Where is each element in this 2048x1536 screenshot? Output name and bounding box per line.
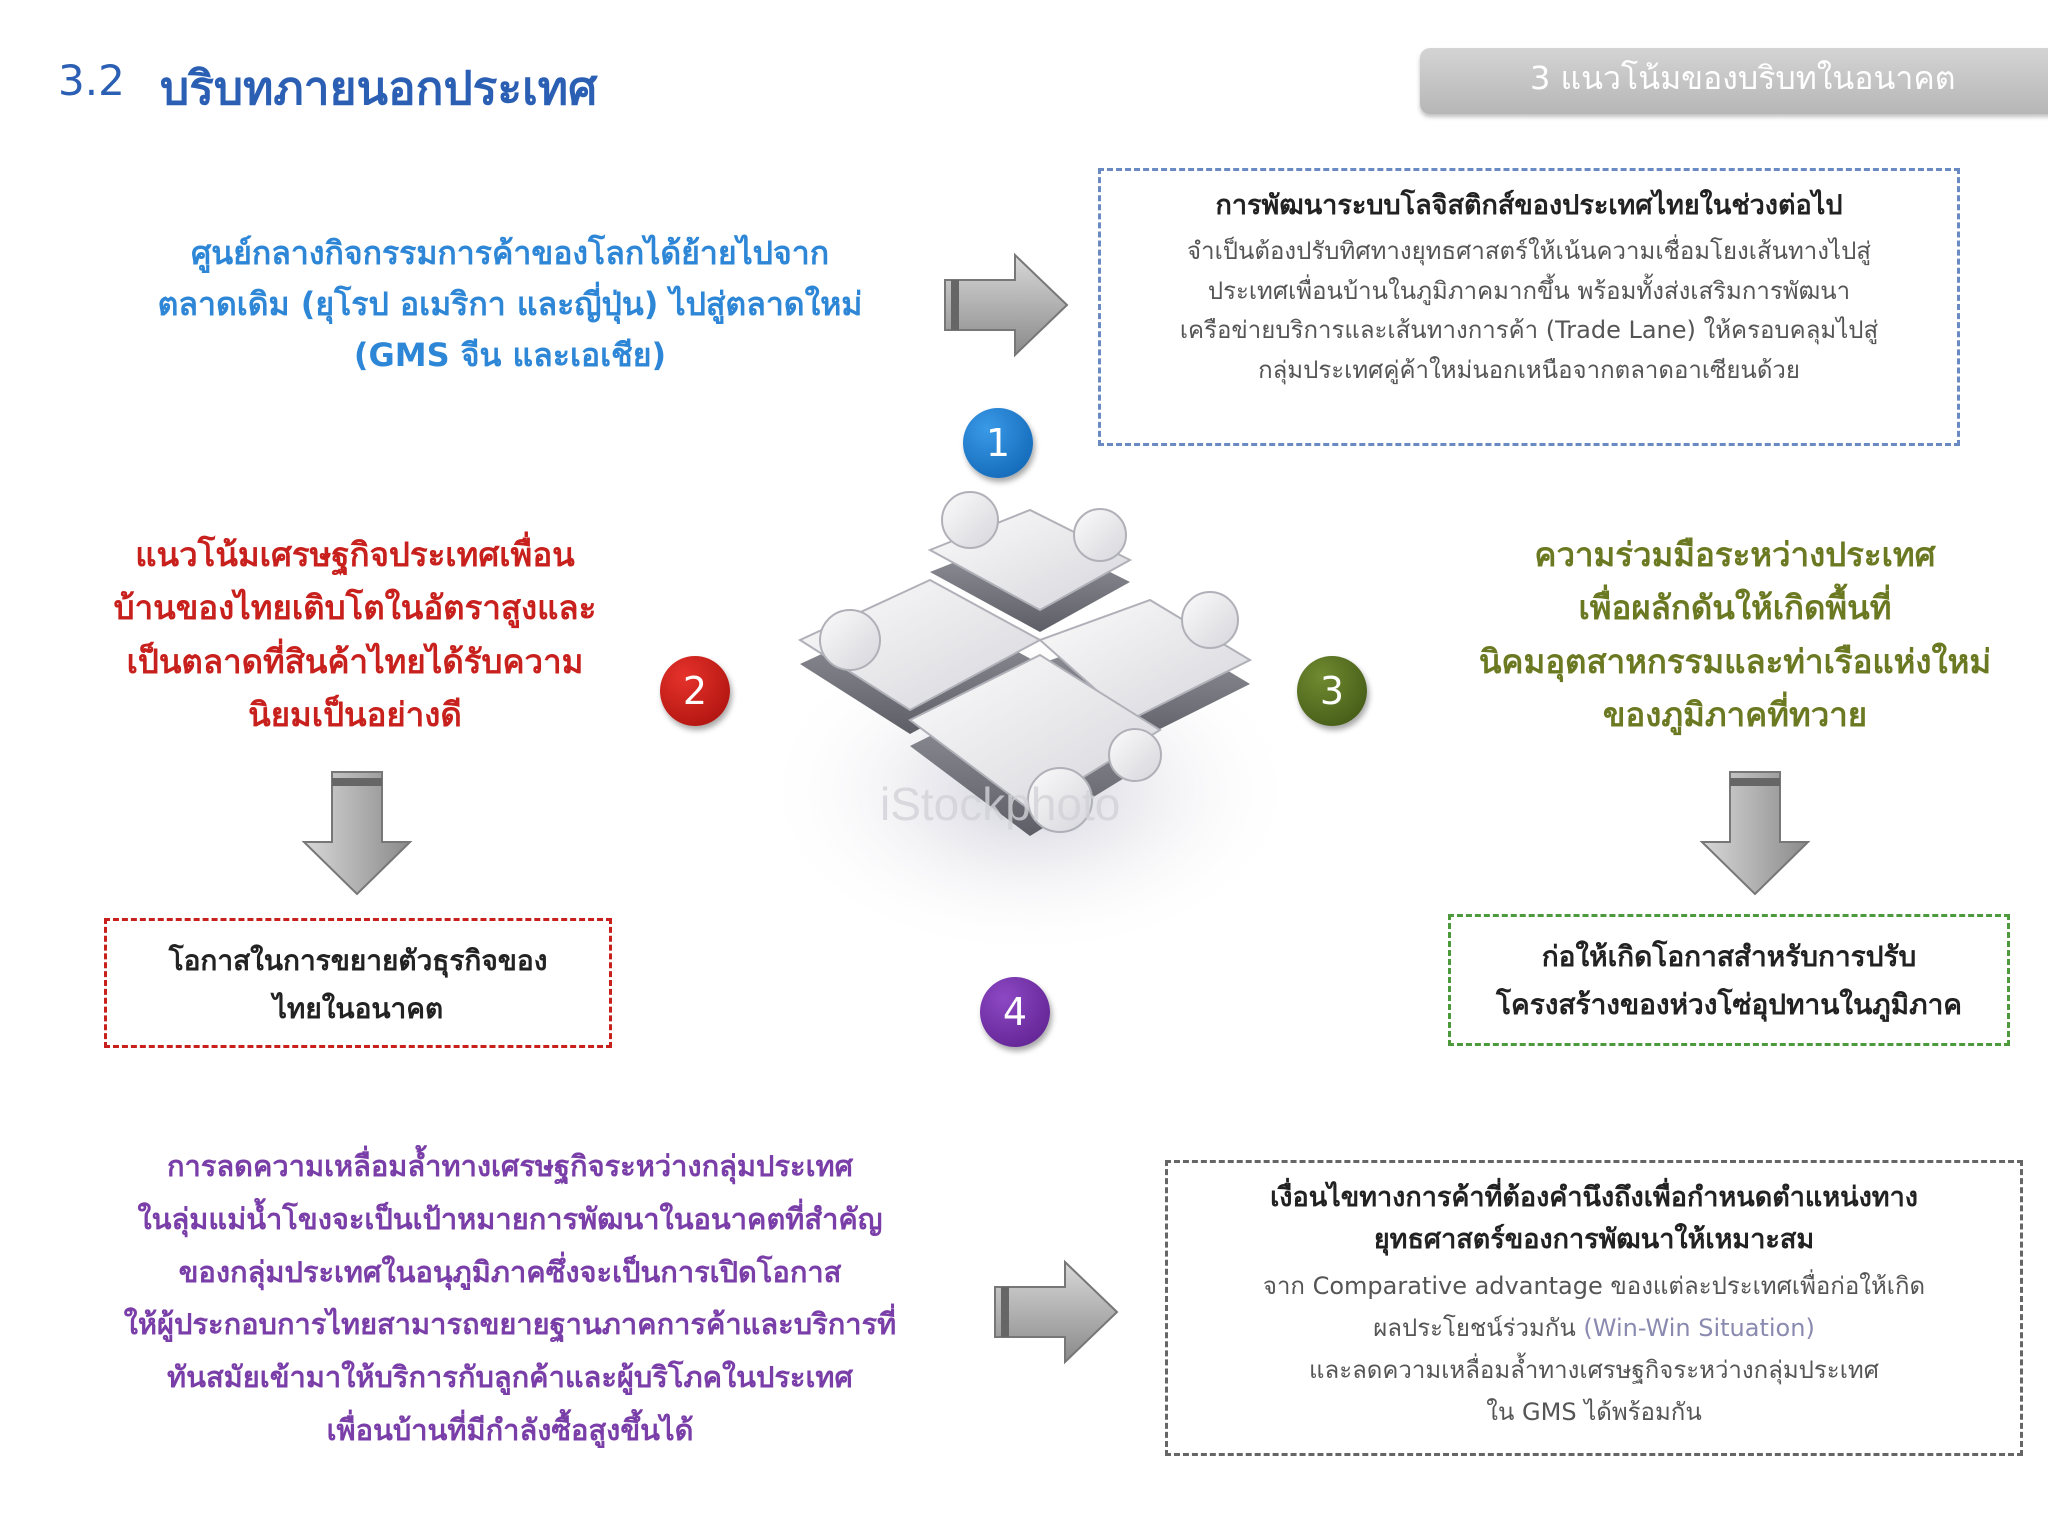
trade-conditions-line: ใน GMS ได้พร้อมกัน <box>1486 1397 1702 1426</box>
number-badge-1: 1 <box>963 408 1033 478</box>
item1-line: ตลาดเดิม (ยุโรป อเมริกา และญี่ปุ่น) ไปสู… <box>157 285 863 324</box>
trade-conditions-text: ผลประโยชน์ร่วมกัน <box>1373 1313 1576 1342</box>
item4-line: ให้ผู้ประกอบการไทยสามารถขยายฐานภาคการค้า… <box>123 1307 897 1342</box>
trade-conditions-line: ผลประโยชน์ร่วมกัน (Win-Win Situation) <box>1186 1307 2002 1349</box>
arrow-right-icon <box>944 252 1069 358</box>
number-badge-2: 2 <box>660 656 730 726</box>
logistics-box-title: การพัฒนาระบบโลจิสติกส์ของประเทศไทยในช่วง… <box>1215 190 1843 221</box>
trade-conditions-line: จาก Comparative advantage ของแต่ละประเทศ… <box>1262 1271 1926 1300</box>
item2-line: แนวโน้มเศรษฐกิจประเทศเพื่อน <box>135 535 575 574</box>
trade-conditions-body: จาก Comparative advantage ของแต่ละประเทศ… <box>1186 1265 2002 1433</box>
puzzle-piece <box>927 491 1133 632</box>
section-tab[interactable]: 3 แนวโน้มของบริบทในอนาคต <box>1420 48 2048 114</box>
item3-line: นิคมอุตสาหกรรมและท่าเรือแห่งใหม่ <box>1478 641 1992 681</box>
supply-chain-line: ก่อให้เกิดโอกาสสำหรับการปรับ <box>1541 940 1917 973</box>
number-badge-3: 3 <box>1297 656 1367 726</box>
item4-line: ในลุ่มแม่น้ำโขงจะเป็นเป้าหมายการพัฒนาในอ… <box>137 1201 883 1236</box>
logistics-line: ประเทศเพื่อนบ้านในภูมิภาคมากขึ้น พร้อมทั… <box>1207 276 1851 305</box>
puzzle-piece <box>908 653 1162 836</box>
item2-line: นิยมเป็นอย่างดี <box>248 695 462 735</box>
item1-line: ศูนย์กลางกิจกรรมการค้าของโลกได้ย้ายไปจาก <box>190 234 830 272</box>
opportunity-box: โอกาสในการขยายตัวธุรกิจของ ไทยในอนาคต <box>104 918 612 1048</box>
supply-chain-line: โครงสร้างของห่วงโซ่อุปทานในภูมิภาค <box>1495 987 1963 1021</box>
item4-line: ของกลุ่มประเทศในอนุภูมิภาคซึ่งจะเป็นการเ… <box>178 1254 842 1289</box>
item4-line: เพื่อนบ้านที่มีกำลังซื้อสูงขึ้นได้ <box>326 1412 694 1447</box>
logistics-box-body: จำเป็นต้องปรับทิศทางยุทธศาสตร์ให้เน้นควา… <box>1119 232 1939 390</box>
puzzle-piece <box>797 578 1043 734</box>
logistics-line: เครือข่ายบริการและเส้นทางการค้า (Trade L… <box>1179 316 1879 345</box>
opportunity-line: โอกาสในการขยายตัวธุรกิจของ <box>168 944 548 977</box>
item3-line: ความร่วมมือระหว่างประเทศ <box>1534 535 1936 574</box>
arrow-down-icon <box>1699 771 1811 896</box>
trade-conditions-box: เงื่อนไขทางการค้าที่ต้องคำนึงถึงเพื่อกำห… <box>1165 1160 2023 1456</box>
supply-chain-box: ก่อให้เกิดโอกาสสำหรับการปรับ โครงสร้างขอ… <box>1448 914 2010 1046</box>
item1-line: (GMS จีน และเอเชีย) <box>353 336 667 375</box>
item4-text: การลดความเหลื่อมล้ำทางเศรษฐกิจระหว่างกลุ… <box>50 1140 970 1457</box>
item3-line: ของภูมิภาคที่ทวาย <box>1602 695 1868 735</box>
number-badge-4: 4 <box>980 977 1050 1047</box>
puzzle-pieces-image: iStockphoto <box>760 491 1300 960</box>
trade-conditions-title: เงื่อนไขทางการค้าที่ต้องคำนึงถึงเพื่อกำห… <box>1270 1182 1918 1213</box>
item3-line: เพื่อผลักดันให้เกิดพื้นที่ <box>1578 588 1892 628</box>
item4-line: ทันสมัยเข้ามาให้บริการกับลูกค้าและผู้บริ… <box>167 1360 853 1395</box>
trade-conditions-line: และลดความเหลื่อมล้ำทางเศรษฐกิจระหว่างกลุ… <box>1309 1355 1879 1384</box>
trade-conditions-title: ยุทธศาสตร์ของการพัฒนาให้เหมาะสม <box>1373 1223 1815 1255</box>
arrow-down-icon <box>301 771 413 896</box>
opportunity-line: ไทยในอนาคต <box>272 991 444 1025</box>
section-number: 3.2 <box>58 56 125 105</box>
puzzle-piece <box>1038 591 1253 744</box>
item2-line: บ้านของไทยเติบโตในอัตราสูงและ <box>113 588 597 628</box>
item2-text: แนวโน้มเศรษฐกิจประเทศเพื่อน บ้านของไทยเต… <box>60 528 650 742</box>
item4-line: การลดความเหลื่อมล้ำทางเศรษฐกิจระหว่างกลุ… <box>166 1149 854 1183</box>
win-win-text: (Win-Win Situation) <box>1583 1313 1815 1342</box>
logistics-line: กลุ่มประเทศคู่ค้าใหม่นอกเหนือจากตลาดอาเซ… <box>1258 355 1800 384</box>
logistics-box: การพัฒนาระบบโลจิสติกส์ของประเทศไทยในช่วง… <box>1098 168 1960 446</box>
watermark-text: iStockphoto <box>880 778 1120 830</box>
item3-text: ความร่วมมือระหว่างประเทศ เพื่อผลักดันให้… <box>1440 528 2030 742</box>
logistics-line: จำเป็นต้องปรับทิศทางยุทธศาสตร์ให้เน้นควา… <box>1187 237 1871 265</box>
item2-line: เป็นตลาดที่สินค้าไทยได้รับความ <box>126 641 584 681</box>
page-title: บริบทภายนอกประเทศ <box>160 61 598 115</box>
item1-text: ศูนย์กลางกิจกรรมการค้าของโลกได้ย้ายไปจาก… <box>110 228 910 382</box>
arrow-right-icon <box>994 1259 1119 1365</box>
